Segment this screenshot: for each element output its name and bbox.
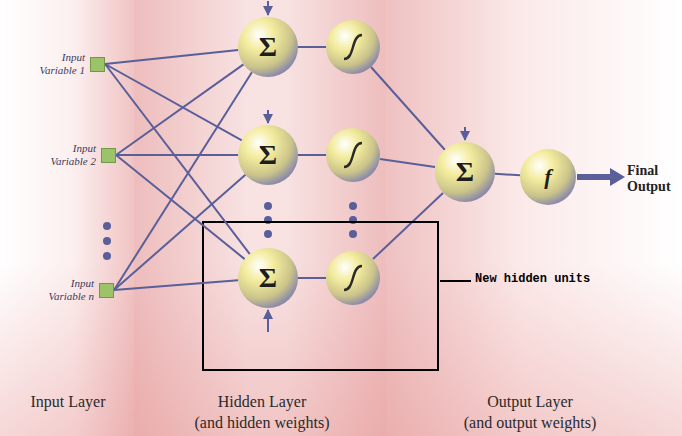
node-symbol: Σ (456, 158, 474, 186)
new-units-bracket (203, 222, 438, 370)
input-label: Input Variable 2 (36, 142, 96, 168)
node-symbol: Σ (259, 264, 277, 292)
weight-connection (105, 64, 242, 140)
output-arrow (577, 168, 625, 186)
input-node: Input Variable n (34, 277, 114, 303)
node-symbol: Σ (259, 33, 277, 61)
weight-connection (116, 155, 245, 259)
leader-line (440, 280, 471, 282)
node-symbol: f (544, 166, 551, 188)
input-square (99, 283, 114, 298)
weight-connection (114, 72, 252, 290)
weight-connection (116, 154, 238, 156)
input-node: Input Variable 2 (36, 142, 116, 168)
input-square (101, 148, 116, 163)
output-label: Final Output (627, 163, 681, 195)
layer-title: Hidden Layer (162, 393, 362, 411)
weight-connection (114, 280, 238, 290)
callout-label: New hidden units (475, 273, 615, 287)
sigmoid-to-output-lines (371, 67, 445, 259)
sigmoid-circles (326, 20, 380, 305)
layer-subtitle: (and hidden weights) (162, 414, 362, 432)
ellipsis-dots (103, 202, 357, 260)
sum-to-sigmoid-lines (298, 47, 326, 278)
input-label: Input Variable n (34, 277, 94, 303)
sum-circle: Σ (238, 17, 298, 77)
sum-circle: Σ (238, 125, 298, 185)
weight-connection (105, 50, 238, 64)
layer-title: Input Layer (0, 393, 168, 411)
input-node: Input Variable 1 (25, 51, 105, 77)
weight-connection (116, 64, 244, 155)
activation-circle: f (520, 149, 576, 205)
sum-circle: Σ (238, 248, 298, 308)
layer-title: Output Layer (430, 393, 630, 411)
layer-subtitle: (and output weights) (430, 414, 630, 432)
weight-connection (105, 64, 250, 254)
input-label: Input Variable 1 (25, 51, 85, 77)
sum-circle: Σ (435, 142, 495, 202)
node-symbol: Σ (259, 141, 277, 169)
weight-connection (114, 175, 245, 290)
input-square (90, 57, 105, 72)
weight-connection (495, 174, 520, 176)
